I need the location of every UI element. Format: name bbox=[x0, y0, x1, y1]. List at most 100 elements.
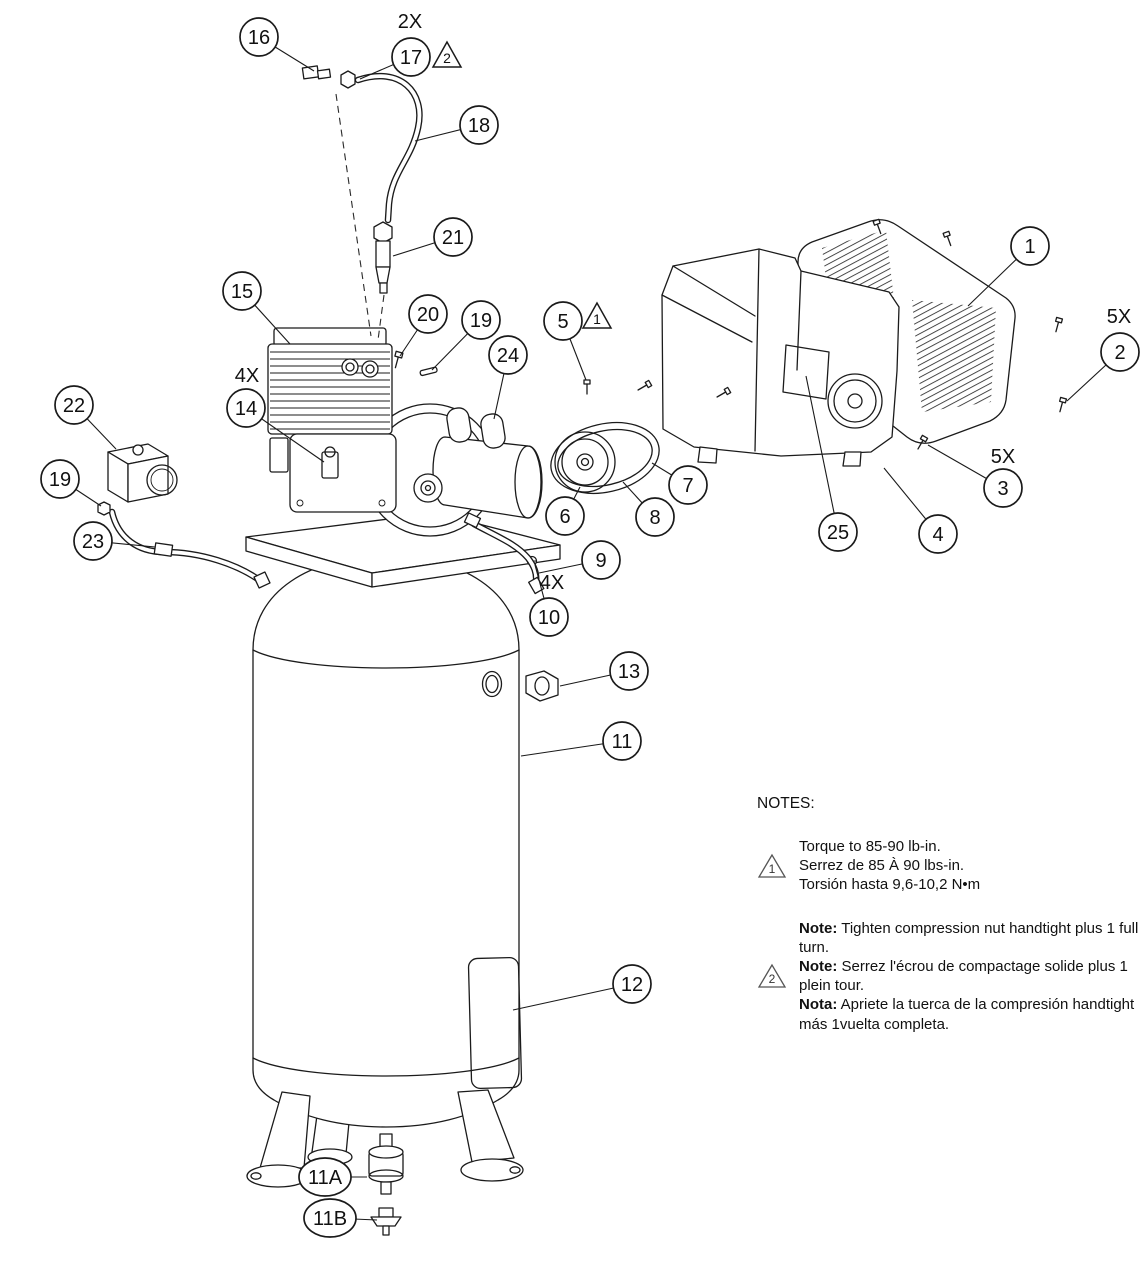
callout-6: 6 bbox=[545, 486, 585, 536]
svg-text:1: 1 bbox=[769, 862, 776, 876]
tank-port bbox=[481, 670, 503, 698]
screws bbox=[583, 218, 1068, 450]
flag-note-1: 1 bbox=[581, 301, 613, 329]
svg-text:3: 3 bbox=[997, 478, 1008, 500]
svg-text:2: 2 bbox=[769, 972, 776, 986]
tank-decal-panel bbox=[467, 956, 523, 1090]
note-line: Note: Tighten compression nut handtight … bbox=[799, 919, 1139, 956]
front-shroud bbox=[661, 248, 900, 467]
note-line: Torque to 85-90 lb-in. bbox=[799, 838, 941, 855]
flag-note-2: 2 bbox=[431, 40, 463, 68]
svg-text:16: 16 bbox=[248, 27, 270, 49]
svg-text:19: 19 bbox=[470, 310, 492, 332]
callout-15: 15 bbox=[222, 271, 291, 345]
capacitor bbox=[480, 413, 506, 449]
callout-21: 21 bbox=[392, 217, 473, 257]
svg-text:11: 11 bbox=[612, 731, 633, 753]
callout-24: 24 bbox=[488, 335, 528, 420]
pressure-switch bbox=[107, 443, 178, 503]
svg-text:1: 1 bbox=[1024, 236, 1035, 258]
note-item: 2 Note: Tighten compression nut handtight… bbox=[757, 919, 1139, 1034]
notes-section: NOTES: 1 Torque to 85-90 lb-in. Serrez de … bbox=[757, 795, 1139, 1058]
check-valve bbox=[373, 221, 393, 294]
multiplier-label: 5X bbox=[1107, 306, 1131, 328]
multiplier-label: 4X bbox=[540, 572, 564, 594]
notes-title: NOTES: bbox=[757, 795, 815, 812]
oil-dipstick bbox=[321, 446, 339, 479]
svg-text:4: 4 bbox=[932, 524, 943, 546]
belt-drive bbox=[550, 421, 660, 495]
head-bolt bbox=[394, 350, 404, 369]
svg-text:12: 12 bbox=[621, 974, 643, 996]
tube-fitting bbox=[153, 542, 174, 557]
grille-right-icon bbox=[912, 300, 996, 412]
svg-text:8: 8 bbox=[649, 507, 660, 529]
svg-text:23: 23 bbox=[82, 531, 104, 553]
callout-19: 19 bbox=[40, 459, 102, 507]
svg-text:14: 14 bbox=[235, 398, 257, 420]
capacitor bbox=[446, 407, 472, 443]
tube-fitting bbox=[97, 501, 111, 516]
callout-11: 11 bbox=[520, 721, 642, 761]
drain-petcock bbox=[370, 1207, 402, 1236]
svg-text:13: 13 bbox=[618, 661, 640, 683]
svg-text:18: 18 bbox=[468, 115, 490, 137]
svg-text:25: 25 bbox=[827, 522, 849, 544]
svg-text:20: 20 bbox=[417, 304, 439, 326]
switch-tube bbox=[97, 501, 271, 589]
dowel-pin bbox=[419, 366, 438, 377]
svg-text:11A: 11A bbox=[308, 1167, 343, 1189]
callout-23: 23 bbox=[73, 521, 156, 561]
callout-7: 7 bbox=[651, 462, 708, 505]
svg-text:15: 15 bbox=[231, 281, 253, 303]
shroud-label bbox=[782, 344, 830, 400]
callout-12: 12 bbox=[512, 964, 652, 1011]
svg-text:1: 1 bbox=[593, 311, 601, 327]
callout-22: 22 bbox=[54, 385, 117, 450]
belt bbox=[550, 421, 660, 495]
svg-text:9: 9 bbox=[595, 550, 606, 572]
assembly-axis-dashed bbox=[335, 93, 372, 337]
pump bbox=[267, 327, 397, 513]
compression-fitting bbox=[301, 65, 332, 80]
multiplier-label: 4X bbox=[235, 365, 259, 387]
clamp-ring bbox=[146, 464, 178, 496]
note-lines: Torque to 85-90 lb-in. Serrez de 85 À 90 … bbox=[799, 837, 980, 895]
callout-4: 4 bbox=[883, 467, 958, 554]
note-flag-icon: 2 bbox=[757, 963, 787, 988]
fan-recess-icon bbox=[827, 373, 883, 429]
svg-text:24: 24 bbox=[497, 345, 519, 367]
discharge-tube bbox=[354, 72, 423, 224]
callout-9: 9 bbox=[538, 540, 621, 580]
note-line: Serrez de 85 À 90 lbs-in. bbox=[799, 857, 965, 875]
multiplier-label: 2X bbox=[398, 11, 422, 33]
callout-5: 5 bbox=[543, 301, 587, 381]
drain-valve bbox=[368, 1133, 404, 1236]
callout-2: 2 bbox=[1066, 332, 1140, 402]
unloader-tube bbox=[463, 512, 545, 595]
callout-14: 14 bbox=[226, 388, 325, 463]
svg-text:17: 17 bbox=[400, 47, 422, 69]
tank-port-fitting bbox=[525, 670, 559, 702]
callout-8: 8 bbox=[622, 481, 675, 537]
multiplier-label: 5X bbox=[991, 446, 1015, 468]
callout-1: 1 bbox=[967, 226, 1050, 307]
crankshaft-hub bbox=[413, 473, 443, 503]
callout-18: 18 bbox=[414, 105, 499, 145]
svg-text:11B: 11B bbox=[313, 1208, 347, 1230]
note-flag-icon: 1 bbox=[757, 853, 787, 878]
compression-nut bbox=[340, 70, 356, 89]
callout-10: 10 bbox=[529, 564, 569, 637]
pulley bbox=[554, 431, 616, 493]
callout-19: 19 bbox=[431, 300, 501, 371]
note-line: Nota: Apriete la tuerca de la compresión… bbox=[799, 996, 1135, 1033]
callout-11A: 11A bbox=[298, 1157, 367, 1197]
svg-text:22: 22 bbox=[63, 395, 85, 417]
svg-text:5: 5 bbox=[557, 311, 568, 333]
valve-axis-dashed bbox=[377, 294, 385, 341]
notes-items: 1 Torque to 85-90 lb-in. Serrez de 85 À 90… bbox=[757, 837, 1139, 1034]
note-line: Torsión hasta 9,6-10,2 N•m bbox=[799, 876, 981, 894]
svg-text:21: 21 bbox=[442, 227, 464, 249]
